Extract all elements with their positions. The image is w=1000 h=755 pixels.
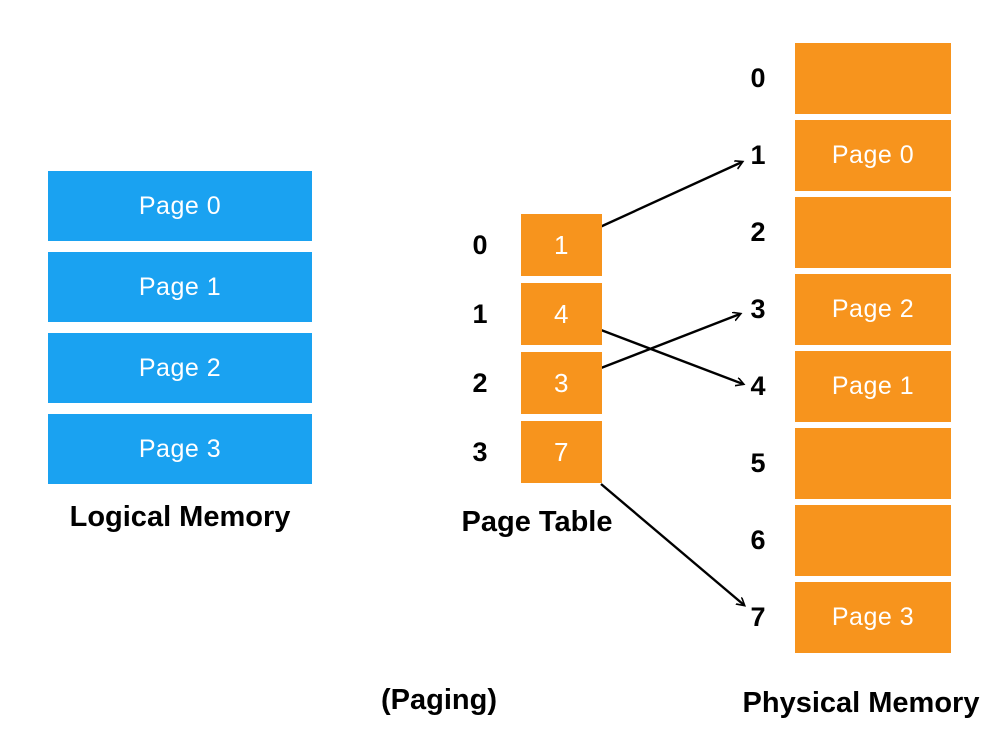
physical-frame-index-3: 3 bbox=[750, 294, 766, 324]
logical-page-box-1: Page 1 bbox=[48, 252, 312, 322]
page-table-index-column: 0 1 2 3 bbox=[455, 214, 505, 483]
physical-frame-index-1: 1 bbox=[750, 140, 766, 170]
mapping-arrow-entry0-to-frame1 bbox=[599, 162, 742, 229]
page-table-entry-3: 7 bbox=[521, 421, 602, 483]
physical-memory-label: Physical Memory bbox=[742, 687, 980, 719]
logical-page-box-3: Page 3 bbox=[48, 414, 312, 484]
physical-frame-6 bbox=[795, 505, 951, 576]
physical-frame-index-6: 6 bbox=[750, 525, 766, 555]
physical-frame-index-7: 7 bbox=[750, 602, 766, 632]
physical-frame-index-5: 5 bbox=[750, 448, 766, 478]
page-table-entry-0: 1 bbox=[521, 214, 602, 276]
physical-frame-3: Page 2 bbox=[795, 274, 951, 345]
mapping-arrow-entry1-to-frame4 bbox=[600, 328, 743, 384]
physical-memory-column: Page 0 Page 2 Page 1 Page 3 bbox=[795, 43, 951, 653]
physical-frame-2 bbox=[795, 197, 951, 268]
page-table-entry-2: 3 bbox=[521, 352, 602, 414]
page-table-column: 1 4 3 7 bbox=[521, 214, 602, 483]
physical-frame-0 bbox=[795, 43, 951, 114]
physical-frame-index-2: 2 bbox=[750, 217, 766, 247]
page-table-index-3: 3 bbox=[472, 436, 488, 467]
physical-frame-4: Page 1 bbox=[795, 351, 951, 422]
logical-page-box-0: Page 0 bbox=[48, 171, 312, 241]
page-table-index-1: 1 bbox=[472, 298, 488, 329]
mapping-arrow-entry2-to-frame3 bbox=[600, 314, 740, 370]
physical-frame-index-0: 0 bbox=[750, 63, 766, 93]
physical-frame-7: Page 3 bbox=[795, 582, 951, 653]
page-table-index-0: 0 bbox=[472, 229, 488, 260]
physical-frame-index-4: 4 bbox=[750, 371, 766, 401]
page-table-index-2: 2 bbox=[472, 367, 488, 398]
physical-frame-5 bbox=[795, 428, 951, 499]
logical-page-box-2: Page 2 bbox=[48, 333, 312, 403]
physical-memory-index-column: 0 1 2 3 4 5 6 7 bbox=[737, 43, 779, 653]
page-table-label: Page Table bbox=[461, 506, 613, 538]
mapping-arrow-entry3-to-frame7 bbox=[600, 483, 744, 605]
paging-caption: (Paging) bbox=[381, 684, 497, 716]
logical-memory-label: Logical Memory bbox=[69, 501, 291, 533]
logical-memory-column: Page 0 Page 1 Page 2 Page 3 bbox=[48, 171, 312, 484]
physical-frame-1: Page 0 bbox=[795, 120, 951, 191]
page-table-entry-1: 4 bbox=[521, 283, 602, 345]
